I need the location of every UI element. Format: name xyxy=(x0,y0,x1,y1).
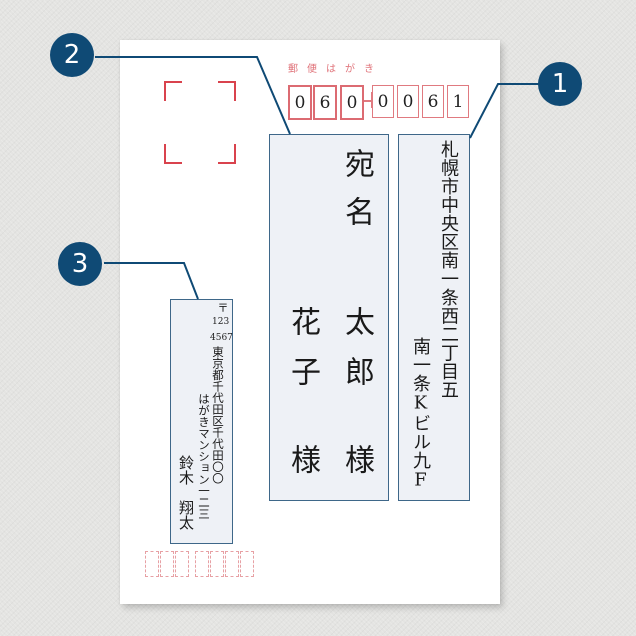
sender-address-line2: はがきマンション一二三 xyxy=(197,393,211,520)
stamp-corner-br xyxy=(218,144,236,164)
postal-digit-box: 0 xyxy=(288,85,312,120)
sender-address-line1: 東京都千代田区千代田〇〇 xyxy=(211,346,225,484)
recipient-honorific-second: 様 xyxy=(285,444,320,474)
sender-postal-mark: 〒 xyxy=(216,302,229,313)
sender-field xyxy=(170,299,233,544)
sender-postal-box xyxy=(175,551,189,577)
recipient-name-field xyxy=(269,134,389,501)
postal-digit-box: 0 xyxy=(340,85,364,120)
sender-postal-box xyxy=(195,551,209,577)
recipient-name-first: 太郎 xyxy=(339,306,374,406)
stamp-corner-tl xyxy=(164,81,182,101)
sender-postal-box xyxy=(145,551,159,577)
recipient-address-field xyxy=(398,134,470,501)
callout-badge-2: 2 xyxy=(50,33,94,77)
stamp-corner-bl xyxy=(164,144,182,164)
postal-code-separator-bar xyxy=(371,92,373,108)
recipient-honorific-first: 様 xyxy=(339,444,374,474)
sender-postal-box xyxy=(240,551,254,577)
stamp-corner-tr xyxy=(218,81,236,101)
postal-code-separator xyxy=(364,100,372,102)
sender-name-family: 鈴木 xyxy=(177,455,195,485)
recipient-name-second: 花子 xyxy=(285,306,320,406)
sender-postal-code-2: 4567 xyxy=(210,333,233,343)
sender-postal-box xyxy=(160,551,174,577)
recipient-name-title: 宛名 xyxy=(339,148,374,244)
postal-label: 郵便はがき xyxy=(288,64,383,75)
sender-postal-box xyxy=(210,551,224,577)
callout-badge-3: 3 xyxy=(58,242,102,286)
recipient-address-line2: 南一条Kビル九F xyxy=(410,337,431,491)
postal-digit-box: 0 xyxy=(372,85,394,118)
postal-digit-box: 6 xyxy=(313,85,337,120)
postal-digit-box: 0 xyxy=(397,85,419,118)
sender-postal-box xyxy=(225,551,239,577)
sender-name-given: 翔太 xyxy=(177,500,195,530)
recipient-address-line1: 札幌市中央区南一条西二丁目五 xyxy=(438,140,459,399)
postal-digit-box: 1 xyxy=(447,85,469,118)
callout-badge-1: 1 xyxy=(538,62,582,106)
postal-digit-box: 6 xyxy=(422,85,444,118)
sender-postal-code-1: 123 xyxy=(212,317,230,327)
